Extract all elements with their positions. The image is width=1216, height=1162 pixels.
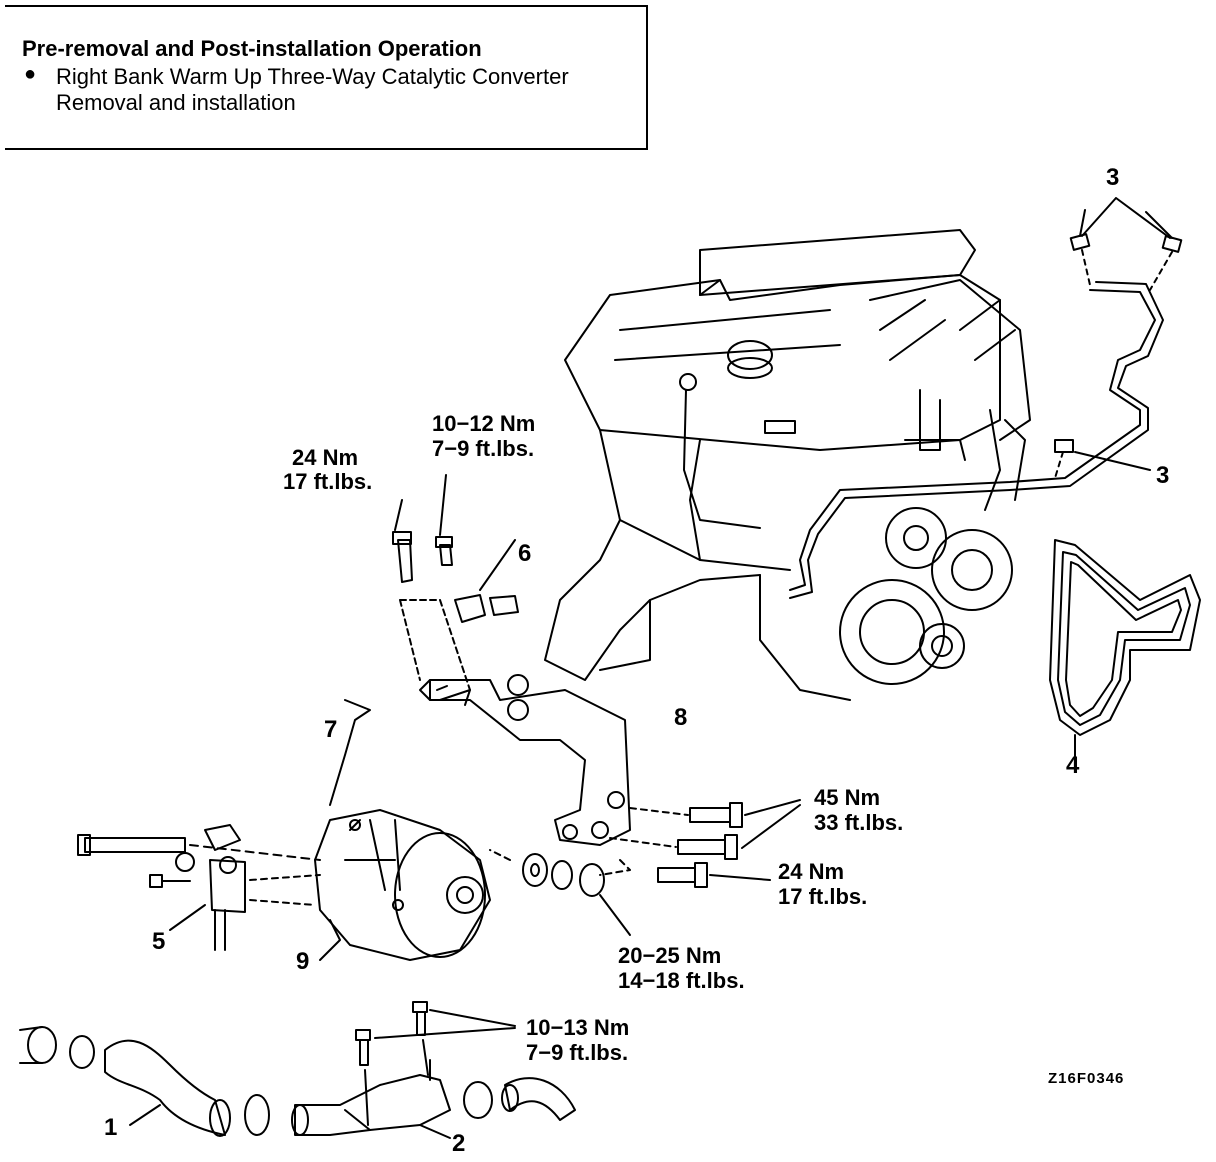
coolant-hoses-drawing bbox=[19, 1001, 576, 1139]
torque-10-12nm: 10−12 Nm bbox=[432, 411, 536, 436]
alternator-bracket-drawing bbox=[329, 599, 631, 846]
callout-6: 6 bbox=[518, 540, 532, 567]
torque-20-25nm: 20−25 Nm bbox=[618, 943, 722, 968]
torque-7-9ftlbs-lower: 7−9 ft.lbs. bbox=[526, 1040, 629, 1065]
torque-45nm: 45 Nm bbox=[814, 785, 881, 810]
callout-2: 2 bbox=[452, 1130, 466, 1157]
torque-33ftlbs: 33 ft.lbs. bbox=[814, 810, 904, 835]
torque-17ftlbs-upper: 17 ft.lbs. bbox=[283, 469, 373, 494]
drive-belt-drawing bbox=[1049, 539, 1201, 761]
callout-5: 5 bbox=[152, 928, 166, 955]
callout-7: 7 bbox=[324, 716, 338, 743]
callout-8: 8 bbox=[674, 704, 688, 731]
torque-14-18ftlbs: 14−18 ft.lbs. bbox=[618, 968, 745, 993]
torque-7-9ftlbs-upper: 7−9 ft.lbs. bbox=[432, 436, 535, 461]
callout-3-top: 3 bbox=[1106, 164, 1120, 191]
engine-drawing bbox=[544, 229, 1031, 701]
torque-24nm-upper: 24 Nm bbox=[292, 445, 359, 470]
callout-9: 9 bbox=[296, 948, 310, 975]
torque-24nm-lower: 24 Nm bbox=[778, 859, 845, 884]
note-item-line2: Removal and installation bbox=[56, 90, 296, 115]
pressure-hose-drawing bbox=[789, 197, 1183, 599]
callout-3-right: 3 bbox=[1156, 462, 1170, 489]
note-bullet: ● bbox=[24, 63, 37, 85]
torque-10-13nm: 10−13 Nm bbox=[526, 1015, 630, 1040]
callout-1: 1 bbox=[104, 1114, 118, 1141]
torque-17ftlbs-lower: 17 ft.lbs. bbox=[778, 884, 868, 909]
bolts-drawing bbox=[77, 474, 801, 936]
operation-note-box bbox=[5, 5, 648, 150]
note-item-line1: Right Bank Warm Up Three-Way Catalytic C… bbox=[56, 64, 569, 89]
callout-4: 4 bbox=[1066, 752, 1080, 779]
figure-code: Z16F0346 bbox=[1048, 1070, 1125, 1087]
note-title: Pre-removal and Post-installation Operat… bbox=[22, 36, 482, 61]
alternator-drawing bbox=[149, 809, 491, 961]
